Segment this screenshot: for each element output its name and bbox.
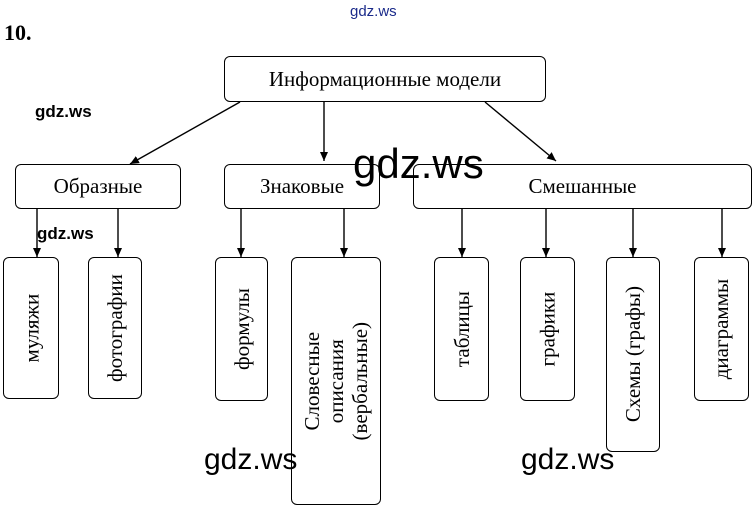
category-label: Знаковые <box>259 174 345 198</box>
watermark-bottom-left: gdz.ws <box>204 443 298 476</box>
leaf-skhemy: Схемы (графы) <box>606 257 660 452</box>
leaf-label: муляжи <box>18 293 43 363</box>
root-label: Информационные модели <box>268 66 502 91</box>
watermark-center-big: gdz.ws <box>353 140 484 187</box>
watermark-left-upper: gdz.ws <box>35 102 92 121</box>
watermark-left-lower: gdz.ws <box>37 224 94 243</box>
category-smeshannye: Смешанные <box>413 164 752 209</box>
leaf-diagrammy: диаграммы <box>694 257 749 401</box>
category-label: Образные <box>53 174 143 198</box>
leaf-tablitsy: таблицы <box>434 257 489 401</box>
leaf-label: формулы <box>229 288 254 370</box>
leaf-label: фотографии <box>102 274 127 382</box>
leaf-mulyazhi: муляжи <box>3 257 59 399</box>
leaf-label: Словесные описания (вербальные) <box>299 321 373 441</box>
leaf-formuly: формулы <box>215 257 268 401</box>
category-obraznye: Образные <box>15 164 181 209</box>
leaf-label: таблицы <box>449 291 474 367</box>
category-znakovye: Знаковые <box>224 164 380 209</box>
leaf-fotografii: фотографии <box>88 257 142 399</box>
watermark-bottom-right: gdz.ws <box>521 443 615 476</box>
problem-number: 10. <box>4 20 32 45</box>
leaf-grafiki: графики <box>520 257 575 401</box>
arrow-root-to-smeshannye <box>484 101 557 162</box>
leaf-label: Схемы (графы) <box>620 286 645 423</box>
arrow-root-to-obraznye <box>129 101 241 165</box>
leaf-label: диаграммы <box>709 278 734 380</box>
leaf-slovesnye-opisaniya: Словесные описания (вербальные) <box>291 257 381 505</box>
watermark-top: gdz.ws <box>350 3 397 20</box>
root-node: Информационные модели <box>224 56 546 102</box>
category-label: Смешанные <box>528 174 637 198</box>
leaf-label: графики <box>535 291 560 367</box>
